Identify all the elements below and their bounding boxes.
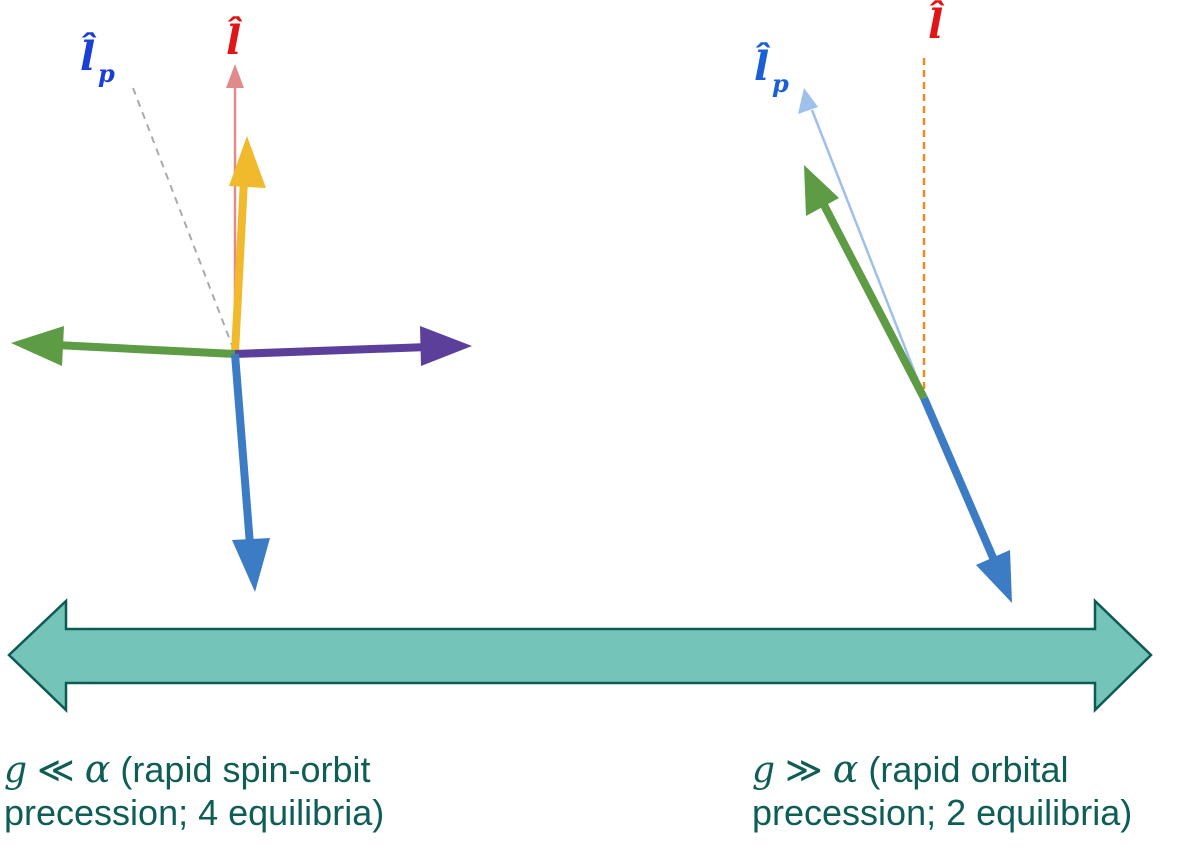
caption-left-g: g [4, 750, 28, 791]
left-lp-dashed-line [132, 87, 236, 354]
caption-right-line2: precession; 2 equilibria) [752, 792, 1133, 833]
caption-right-line1-rest: (rapid orbital [858, 749, 1069, 790]
right-green-arrow [804, 165, 928, 400]
caption-right-alpha: α [832, 747, 859, 791]
left-l-label: l̂ [226, 17, 243, 64]
right-l-label: l̂ [928, 1, 945, 48]
left-blue-arrow [231, 353, 270, 592]
left-panel: l̂ p l̂ [11, 17, 472, 592]
svg-text:p: p [772, 69, 789, 98]
caption-right-line1: g ≫ α (rapid orbital [752, 748, 1132, 792]
left-lp-label: l̂ p [80, 33, 115, 88]
svg-text:p: p [98, 59, 115, 88]
caption-left-line1-rest: (rapid spin-orbit [110, 749, 371, 790]
caption-right-relation: ≫ [775, 749, 833, 790]
double-headed-band-arrow [7, 598, 1153, 713]
left-yellow-arrow [229, 136, 266, 354]
left-purple-arrow [234, 326, 472, 366]
caption-left-relation: ≪ [27, 749, 85, 790]
svg-text:l̂: l̂ [754, 43, 771, 90]
svg-text:l̂: l̂ [80, 33, 97, 80]
caption-left-line1: g ≪ α (rapid spin-orbit [4, 748, 384, 792]
right-lp-arrow [798, 88, 926, 397]
caption-left-alpha: α [84, 747, 111, 791]
right-blue-arrow [920, 396, 1012, 603]
caption-left-line2: precession; 4 equilibria) [4, 792, 385, 833]
caption-right: g ≫ α (rapid orbital precession; 2 equil… [752, 748, 1132, 834]
left-green-arrow [11, 326, 236, 366]
caption-left: g ≪ α (rapid spin-orbit precession; 4 eq… [4, 748, 384, 834]
right-lp-label: l̂ p [754, 43, 789, 98]
right-panel: l̂ p l̂ [754, 1, 1012, 603]
caption-right-g: g [752, 750, 776, 791]
